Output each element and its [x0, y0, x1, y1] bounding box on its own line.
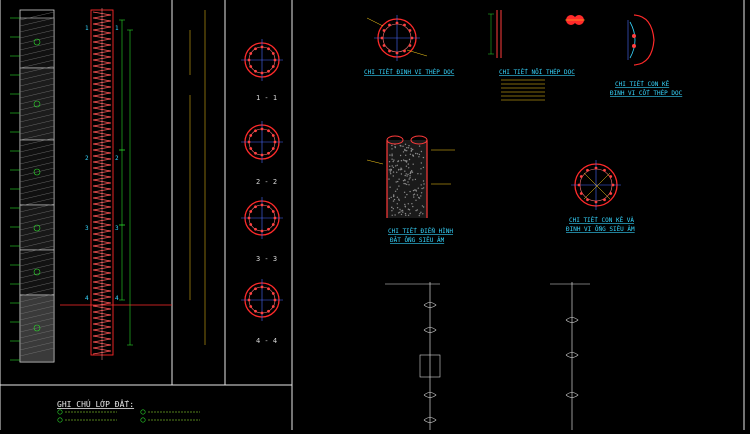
detail-pipe-section: CHI TIẾT ĐIỂN HÌNH ĐẶT ỐNG SIÊU ÂM [366, 135, 455, 244]
section-1-1: 1 - 1 [241, 39, 283, 102]
detail-title-line: CHI TIẾT NỐI THÉP DỌC [499, 68, 575, 76]
pipe-elevation-right [550, 282, 590, 430]
detail-title-line: ĐẶT ỐNG SIÊU ÂM [390, 236, 445, 244]
svg-text:2: 2 [85, 155, 89, 162]
section-label: 2 - 2 [256, 178, 277, 186]
cross-sections: 1 - 1 2 - 2 3 - 3 4 - 4 [241, 39, 283, 345]
detail-title-line: CHI TIẾT ĐIỂN HÌNH [388, 227, 453, 235]
detail-title-line: ĐỊNH VỊ CỐT THÉP DỌC [610, 89, 683, 97]
pipe-elevation-left [385, 282, 441, 430]
svg-text:1: 1 [85, 25, 89, 32]
section-label: 1 - 1 [256, 94, 277, 102]
svg-text:4: 4 [115, 295, 119, 302]
detail-rebar-joint: CHI TIẾT NỐI THÉP DỌC [488, 10, 585, 101]
detail-title-line: CHI TIẾT ĐỊNH VỊ THÉP DỌC [364, 68, 455, 76]
legend-title: GHI CHÚ LỚP ĐẤT: [57, 398, 134, 409]
detail-spacer: CHI TIẾT CON KÊ ĐỊNH VỊ CỐT THÉP DỌC [610, 14, 683, 97]
section-4-4: 4 - 4 [241, 279, 283, 345]
svg-text:3: 3 [115, 225, 119, 232]
section-label: 4 - 4 [256, 337, 277, 345]
section-3-3: 3 - 3 [241, 197, 283, 263]
svg-text:2: 2 [115, 155, 119, 162]
section-2-2: 2 - 2 [241, 121, 283, 186]
svg-text:4: 4 [85, 295, 89, 302]
detail-title-line: CHI TIẾT CON KÊ VÀ [569, 216, 634, 224]
soil-legend: GHI CHÚ LỚP ĐẤT: [57, 398, 200, 423]
svg-text:3: 3 [85, 225, 89, 232]
detail-title-line: ĐỊNH VỊ ỐNG SIÊU ÂM [566, 225, 635, 233]
detail-rebar-layout: CHI TIẾT ĐỊNH VỊ THÉP DỌC [364, 15, 455, 76]
pile-elevation: 1 2 3 4 1 2 3 4 [60, 8, 206, 360]
section-label: 3 - 3 [256, 255, 277, 263]
detail-spacer-pipe: CHI TIẾT CON KÊ VÀ ĐỊNH VỊ ỐNG SIÊU ÂM [566, 160, 635, 233]
svg-text:1: 1 [115, 25, 119, 32]
soil-log-column [10, 9, 55, 363]
detail-title-line: CHI TIẾT CON KÊ [615, 80, 670, 88]
